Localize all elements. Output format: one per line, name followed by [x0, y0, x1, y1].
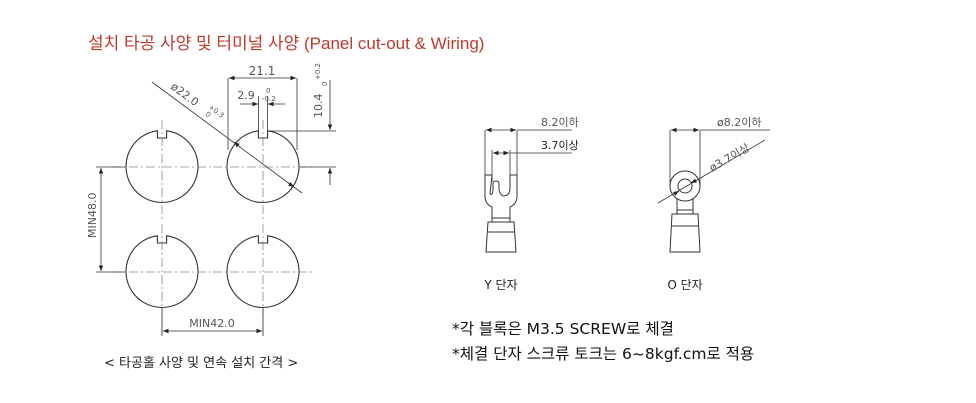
cutout-holes [125, 130, 300, 309]
o-terminal-label: O 단자 [667, 278, 702, 292]
page-title: 설치 타공 사양 및 터미널 사양 (Panel cut-out & Wirin… [88, 34, 485, 53]
cutout-hole-bottom-right [226, 235, 300, 309]
o-terminal-outer-label: ø8.2이하 [717, 115, 761, 129]
dim-height [268, 80, 336, 185]
y-terminal-screw-label: 3.7이상 [541, 139, 579, 152]
dim-height-label: 10.4 [312, 94, 325, 119]
dim-vertical-spacing-label: MIN48.0 [86, 193, 99, 238]
dim-horizontal-spacing [161, 307, 264, 336]
cutout-hole-top-left [125, 130, 199, 204]
dim-slot [240, 96, 285, 131]
dim-slot-tol-bottom: -0.2 [262, 95, 276, 103]
dim-slot-label: 2.9 [237, 89, 255, 102]
y-terminal-width-label: 8.2이하 [541, 115, 579, 129]
o-terminal [669, 170, 701, 253]
dim-vertical-spacing [96, 166, 125, 273]
dim-diameter [151, 81, 303, 194]
note-screw: *각 블록은 M3.5 SCREW로 체결 [452, 320, 674, 338]
cutout-caption: < 타공홀 사양 및 연속 설치 간격 > [104, 356, 299, 371]
note-torque: *체결 단자 스크류 토크는 6~8kgf.cm로 적용 [452, 345, 755, 363]
y-terminal-label: Y 단자 [483, 278, 517, 292]
o-terminal-hole-label: ø3.7이상 [707, 141, 752, 174]
dim-diameter-label: ø22.0 [168, 80, 201, 109]
dim-horizontal-spacing-label: MIN42.0 [189, 317, 234, 330]
y-terminal-dims [484, 127, 572, 182]
dim-slot-tol-top: 0 [266, 87, 270, 95]
y-terminal [484, 174, 518, 253]
dim-diameter-tol-bottom: 0 [204, 110, 212, 119]
cutout-hole-top-right [226, 130, 300, 204]
cutout-hole-bottom-left [125, 235, 199, 309]
o-terminal-dims [657, 127, 770, 204]
dim-height-tol-top: +0.2 [314, 63, 322, 80]
dim-width-label: 21.1 [249, 64, 276, 78]
dim-height-tol-bottom: 0 [321, 82, 329, 86]
